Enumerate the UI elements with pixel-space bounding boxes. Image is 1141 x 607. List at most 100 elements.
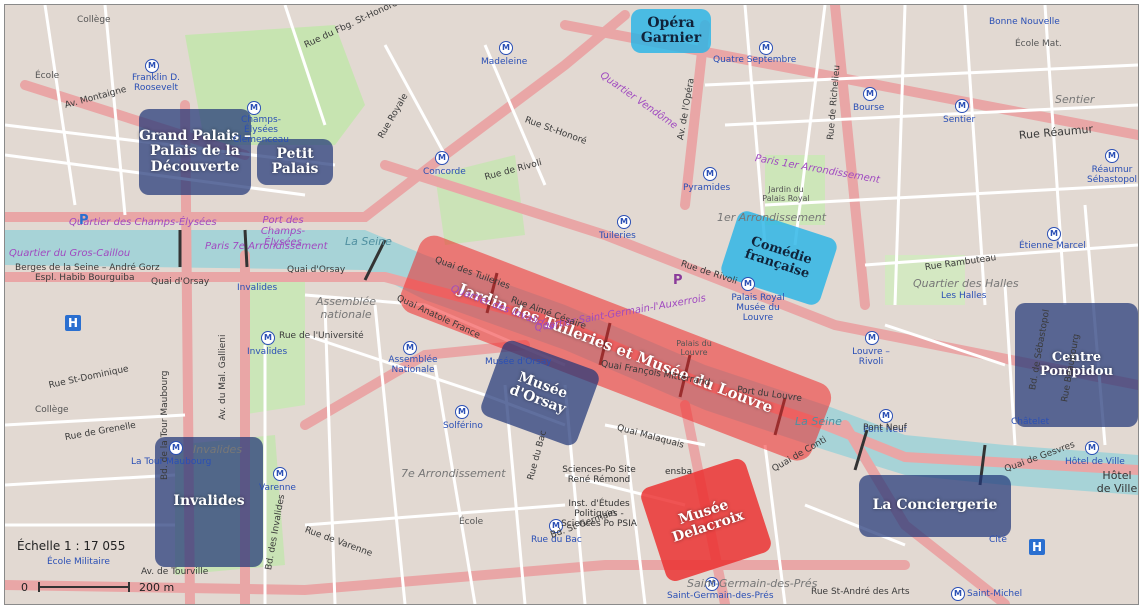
- metro-icon[interactable]: M: [273, 467, 287, 481]
- metro-icon[interactable]: M: [617, 215, 631, 229]
- metro-icon[interactable]: M: [703, 167, 717, 181]
- metro-label-musee-orsay: Musée d'Orsay: [485, 357, 552, 367]
- area-invalides[interactable]: Invalides: [155, 437, 263, 567]
- area-conciergerie[interactable]: La Conciergerie: [859, 475, 1011, 537]
- metro-label-franklin: Franklin D. Roosevelt: [131, 73, 180, 93]
- metro-label-invalides: Invalides: [237, 283, 278, 293]
- map-viewport[interactable]: Opéra Garnier Grand Palais – Palais de l…: [4, 4, 1139, 605]
- street-label: Pont Neuf: [863, 423, 907, 433]
- scale-bar: 0 200 m: [21, 581, 174, 594]
- metro-icon[interactable]: M: [1085, 441, 1099, 455]
- metro-label-solferino: Solférino: [443, 421, 483, 431]
- metro-icon[interactable]: M: [403, 341, 417, 355]
- metro-label-madeleine: Madeleine: [481, 57, 528, 67]
- area-delacroix-label: Musée Delacroix: [670, 496, 746, 546]
- metro-label-quatre: Quatre Septembre: [713, 55, 797, 65]
- metro-label-reaumur: Réaumur Sébastopol: [1087, 165, 1137, 185]
- metro-label-cite: Cité: [989, 535, 1007, 545]
- metro-icon[interactable]: M: [865, 331, 879, 345]
- metro-label-chatelet: Châtelet: [1011, 417, 1050, 427]
- ensba-label: ensba: [665, 467, 693, 477]
- quartier-gros-caillou-label: Quartier du Gros-Caillou: [9, 248, 131, 259]
- inst-etudes-label: Inst. d'Études Politiques - Sciences Po …: [561, 499, 637, 529]
- metro-label-tuileries: Tuileries: [599, 231, 636, 241]
- metro-label-sentier: Sentier: [943, 115, 976, 125]
- area-opera-garnier[interactable]: Opéra Garnier: [631, 9, 711, 53]
- st-germain-pres-label: Saint-Germain-des-Prés: [687, 577, 818, 590]
- metro-label-etienne: Étienne Marcel: [1019, 241, 1086, 251]
- metro-label-hotel-ville: Hôtel de Ville: [1065, 457, 1125, 467]
- street-label: Av. du Mal. Gallieni: [218, 334, 228, 421]
- area-orsay-label: Musée d'Orsay: [507, 368, 570, 418]
- invalides-place-label: Invalides: [193, 443, 243, 456]
- metro-label-bonne-nouvelle: Bonne Nouvelle: [989, 17, 1060, 27]
- hospital-icon[interactable]: H: [65, 315, 81, 331]
- metro-label-varenne: Varenne: [259, 483, 296, 493]
- street-label: Rue St-André des Arts: [811, 587, 910, 597]
- scale-end-label: 200 m: [139, 581, 174, 594]
- seine-river: [5, 230, 1138, 495]
- metro-icon[interactable]: M: [1105, 149, 1119, 163]
- area-centre-pompidou[interactable]: Centre Pompidou: [1015, 303, 1138, 427]
- metro-icon[interactable]: M: [145, 59, 159, 73]
- metro-icon[interactable]: M: [1047, 227, 1061, 241]
- metro-icon[interactable]: M: [455, 405, 469, 419]
- area-pompidou-label: Centre Pompidou: [1039, 349, 1114, 379]
- street-label: Quai d'Orsay: [287, 265, 346, 275]
- metro-label-st-michel: Saint-Michel: [967, 589, 1023, 599]
- college-label-2: Collège: [35, 405, 69, 415]
- metro-icon[interactable]: M: [951, 587, 965, 601]
- ecole-mat-label: École Mat.: [1015, 39, 1062, 49]
- area-petit-palais[interactable]: Petit Palais: [257, 139, 333, 185]
- sentier-district-label: Sentier: [1055, 93, 1095, 106]
- area-conciergerie-label: La Conciergerie: [872, 497, 998, 514]
- hospital-icon[interactable]: H: [1029, 539, 1045, 555]
- arrondissement-7e-label: 7e Arrondissement: [401, 467, 506, 480]
- street-label: Quai d'Orsay: [151, 277, 210, 287]
- metro-label-les-halles: Les Halles: [941, 291, 987, 301]
- metro-icon[interactable]: M: [863, 87, 877, 101]
- street-label: Berges de la Seine – André Gorz: [15, 263, 160, 273]
- metro-label-bourse: Bourse: [853, 103, 885, 113]
- ecole-label-2: École: [459, 517, 484, 527]
- metro-icon[interactable]: M: [879, 409, 893, 423]
- palais-louvre-label: Palais du Louvre: [676, 339, 712, 357]
- parking-icon[interactable]: P: [673, 273, 683, 288]
- seine-label: La Seine: [795, 415, 842, 428]
- metro-icon[interactable]: M: [169, 441, 183, 455]
- parking-icon[interactable]: P: [79, 213, 89, 228]
- area-grand-palais[interactable]: Grand Palais – Palais de la Découverte: [139, 109, 251, 195]
- metro-icon[interactable]: M: [499, 41, 513, 55]
- scale-start-label: 0: [21, 581, 28, 594]
- assemblee-place-label: Assemblée nationale: [315, 295, 377, 321]
- metro-icon[interactable]: M: [705, 577, 719, 591]
- metro-label-pyramides: Pyramides: [683, 183, 731, 193]
- minor-roads: [5, 5, 1138, 604]
- metro-label-champs: Champs-Élysées Clemenceau: [232, 115, 290, 145]
- metro-icon[interactable]: M: [435, 151, 449, 165]
- metro-label-ecole-militaire: École Militaire: [47, 557, 110, 567]
- metro-icon[interactable]: M: [741, 277, 755, 291]
- ecole-label: École: [35, 71, 60, 81]
- port-champs-label: Port des Champs-Élysées: [260, 215, 306, 248]
- metro-label-invalides-2: Invalides: [247, 347, 288, 357]
- metro-icon[interactable]: M: [247, 101, 261, 115]
- quartier-halles-label: Quartier des Halles: [913, 277, 1019, 290]
- street-label: Espl. Habib Bourguiba: [35, 273, 135, 283]
- metro-icon[interactable]: M: [759, 41, 773, 55]
- metro-icon[interactable]: M: [549, 519, 563, 533]
- street-label: Av. de Tourville: [141, 567, 209, 577]
- metro-icon[interactable]: M: [261, 331, 275, 345]
- street-label: Bd. de la Tour Maubourg: [160, 370, 170, 481]
- area-comedie-label: Comédie française: [742, 233, 814, 282]
- metro-label-pont-neuf: Pont Neuf: [863, 425, 907, 435]
- metro-icon[interactable]: M: [955, 99, 969, 113]
- metro-label-tour-maubourg: La Tour Maubourg: [131, 457, 212, 467]
- sciences-po-label: Sciences-Po Site René Rémond: [562, 465, 636, 485]
- jardin-palais-royal-label: Jardin du Palais Royal: [762, 185, 810, 203]
- area-opera-label: Opéra Garnier: [640, 14, 702, 46]
- scale-ratio: Échelle 1 : 17 055: [17, 539, 126, 553]
- metro-label-st-germain: Saint-Germain-des-Prés: [667, 591, 774, 601]
- metro-label-louvre-rivoli: Louvre – Rivoli: [852, 347, 890, 367]
- metro-label-assemblee: Assemblée Nationale: [388, 355, 438, 375]
